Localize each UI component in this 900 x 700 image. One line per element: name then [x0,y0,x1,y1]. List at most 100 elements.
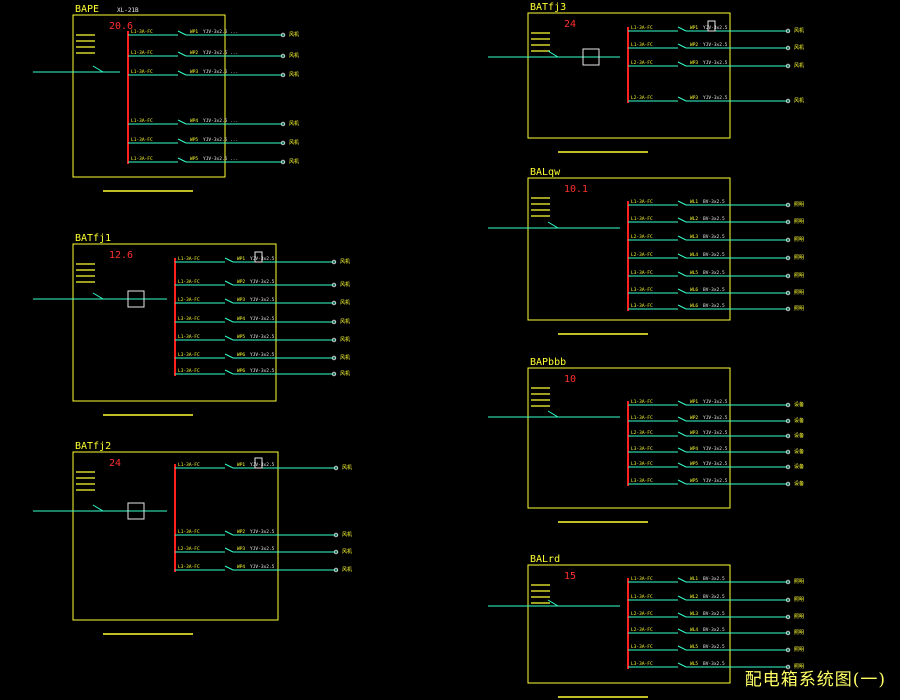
breaker-label: L2-3A-FC [631,252,653,258]
circuit-id: WP5 [190,137,198,143]
circuit-id: WP3 [190,69,198,75]
circuit-id: WP2 [237,529,245,535]
circuit-id: WP3 [690,430,698,436]
breaker-label: L3-3A-FC [631,446,653,452]
terminal-symbol [785,664,791,670]
panel-subtitle: XL-21B [117,7,139,14]
panel-number: 24 [109,458,121,469]
breaker-symbol [677,628,687,634]
breaker-label: L1-3A-FC [131,137,153,143]
breaker-label: L1-3A-FC [178,256,200,262]
panel-name: BATfj1 [75,233,111,244]
transfer-switch-box [127,290,145,308]
circuit-id: WL1 [690,199,698,205]
breaker-symbol [677,96,687,102]
circuit-id: WP3 [237,546,245,552]
panel-name: BATfj3 [530,2,566,13]
cable-label: YJV-3x2.5 [703,446,728,452]
terminal-symbol [785,433,791,439]
main-breaker-symbol [547,221,559,229]
breaker-symbol [224,298,234,304]
terminal-symbol [333,465,339,471]
cable-label: BV-3x2.5 [703,576,725,582]
breaker-label: L1-3A-FC [178,279,200,285]
breaker-label: L3-3A-FC [631,644,653,650]
terminal-symbol [280,32,286,38]
breaker-label: L1-3A-FC [131,50,153,56]
circuit-id: WP5 [690,478,698,484]
breaker-label: L1-3A-FC [631,199,653,205]
cable-label: BV-3x2.5 [703,234,725,240]
load-label: 风机 [794,62,804,69]
load-label: 设备 [794,463,804,470]
breaker-symbol [224,547,234,553]
terminal-symbol [785,237,791,243]
breaker-label: L1-3A-FC [631,594,653,600]
cable-label: YJV-3x2.5 [703,60,728,66]
breaker-symbol [677,61,687,67]
cable-label: BV-3x2.5 [703,611,725,617]
cable-label: BV-3x2.5 [703,594,725,600]
cable-label: YJV-3x2.5 [703,415,728,421]
terminal-symbol [785,418,791,424]
breaker-label: L2-3A-FC [178,546,200,552]
cable-label: YJV-3x2.5 ... [203,29,238,35]
breaker-label: L3-3A-FC [631,303,653,309]
breaker-label: L2-3A-FC [631,95,653,101]
breaker-label: L2-3A-FC [631,234,653,240]
circuit-id: WP3 [690,95,698,101]
breaker-symbol [677,235,687,241]
cable-label: YJV-3x2.5 [250,529,275,535]
contactor-box [254,457,263,469]
breaker-label: L3-3A-FC [178,316,200,322]
circuit-id: WP5 [690,461,698,467]
terminal-symbol [333,532,339,538]
breaker-label: L1-3A-FC [631,415,653,421]
load-label: 风机 [342,548,352,555]
terminal-symbol [331,300,337,306]
circuit-id: WP1 [690,399,698,405]
circuit-id: WP3 [690,60,698,66]
main-breaker-symbol [547,599,559,607]
cable-label: BV-3x2.5 [703,644,725,650]
breaker-symbol [224,565,234,571]
breaker-symbol [677,447,687,453]
load-label: 风机 [342,566,352,573]
cable-label: YJV-3x2.5 [703,42,728,48]
load-label: 照明 [794,237,804,243]
cable-label: BV-3x2.5 [703,216,725,222]
breaker-label: L2-3A-FC [631,627,653,633]
cable-label: BV-3x2.5 [703,627,725,633]
terminal-symbol [785,481,791,487]
breaker-symbol [224,353,234,359]
breaker-label: L1-3A-FC [131,156,153,162]
breaker-symbol [677,288,687,294]
panel-number: 12.6 [109,250,133,261]
breaker-label: L1-3A-FC [178,529,200,535]
cable-label: YJV-3x2.5 ... [203,137,238,143]
terminal-symbol [785,647,791,653]
cable-label: BV-3x2.5 [703,252,725,258]
terminal-symbol [331,337,337,343]
panel-frame [527,12,731,139]
load-label: 风机 [794,44,804,51]
circuit-id: WL4 [690,627,698,633]
breaker-symbol [224,463,234,469]
breaker-label: L2-3A-FC [631,430,653,436]
circuit-id: WL6 [690,287,698,293]
panel-name: BALrd [530,554,560,565]
panel-number: 10 [564,374,576,385]
terminal-symbol [331,371,337,377]
main-breaker-symbol [92,504,104,512]
circuit-id: WP1 [237,462,245,468]
terminal-symbol [280,72,286,78]
terminal-symbol [280,159,286,165]
load-label: 照明 [794,647,804,653]
breaker-label: L3-3A-FC [178,352,200,358]
load-label: 风机 [794,27,804,34]
breaker-label: L3-3A-FC [631,478,653,484]
breaker-label: L3-3A-FC [631,461,653,467]
circuit-id: WL5 [690,644,698,650]
circuit-id: WP1 [190,29,198,35]
